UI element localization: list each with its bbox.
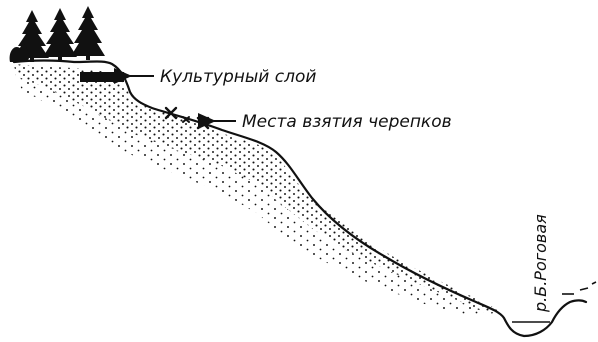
spruce-tree-icon <box>43 8 77 61</box>
sand-deposit <box>14 64 500 316</box>
far-bank-dash-2 <box>580 288 588 290</box>
cultural-layer-block <box>80 72 124 82</box>
spruce-tree-icon <box>71 6 105 60</box>
sample-sites-label: Места взятия черепков <box>242 112 452 132</box>
cultural-layer-callout: Культурный слой <box>130 67 316 87</box>
river-label: р.Б.Роговая <box>531 214 550 313</box>
shrub-icon <box>10 45 30 62</box>
forest-group <box>10 6 105 62</box>
cultural-layer-label: Культурный слой <box>160 67 316 87</box>
far-bank-dash-3 <box>592 282 596 284</box>
sample-sites-callout: Места взятия черепков <box>214 112 452 132</box>
